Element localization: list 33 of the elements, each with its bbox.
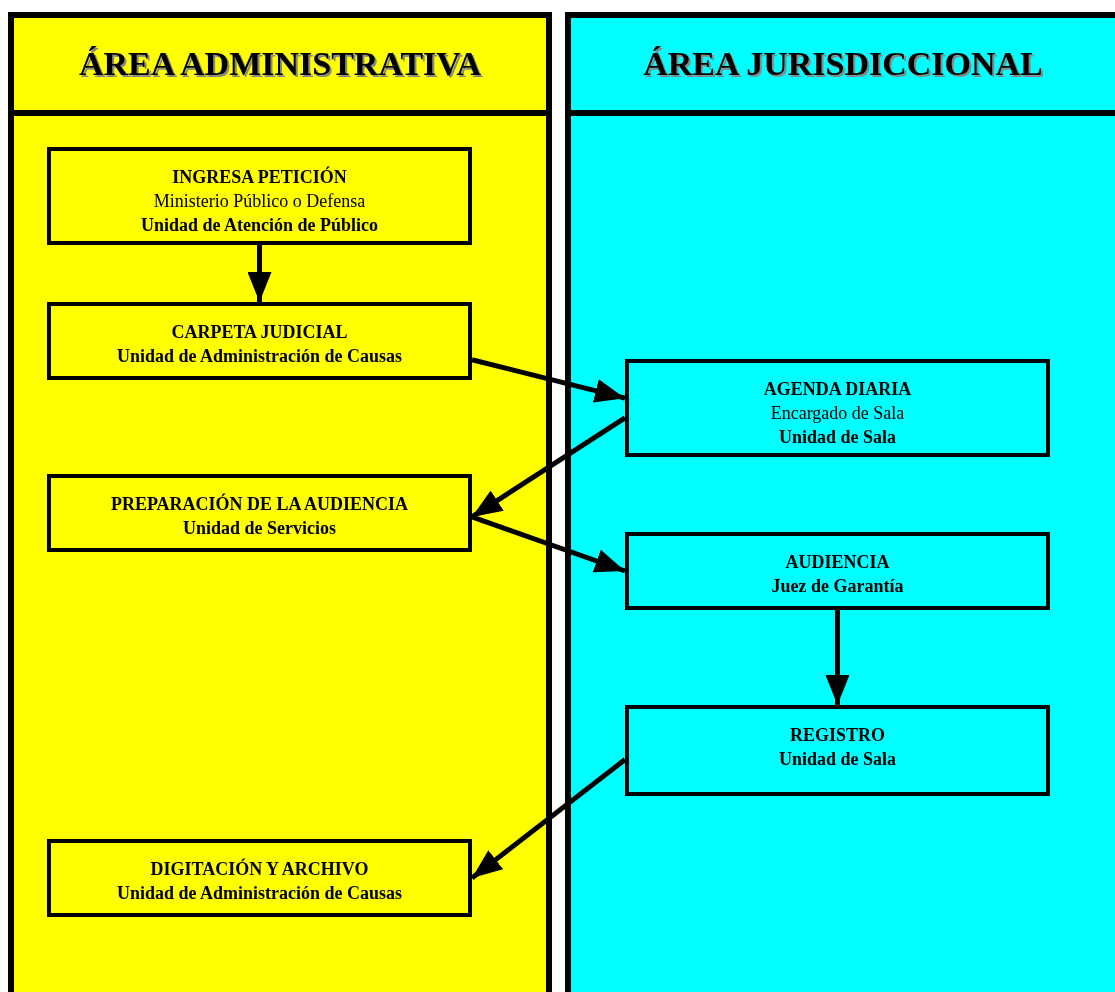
process-box: [625, 532, 1050, 610]
arrow: [471, 514, 626, 574]
unit-name: Unidad de Atención de Público: [140, 214, 378, 237]
process-box: [47, 839, 472, 917]
unit-name: Juez de Garantía: [771, 575, 904, 598]
process-box: [625, 359, 1050, 457]
arrow: [825, 610, 850, 705]
arrow: [471, 357, 626, 403]
swimlane: [8, 12, 552, 992]
unit-name: Unidad de Sala: [778, 426, 896, 449]
process-box: [47, 147, 472, 245]
lane-heading: ÁREA ADMINISTRATIVA: [14, 18, 546, 116]
unit-name: Unidad de Administración de Causas: [116, 345, 403, 368]
arrow: [470, 757, 627, 880]
step-title: AGENDA DIARIA: [763, 378, 912, 401]
arrow: [470, 415, 627, 519]
process-box: [47, 302, 472, 380]
step-title: CARPETA JUDICIAL: [171, 321, 348, 344]
step-actor: Encargado de Sala: [770, 402, 905, 425]
process-box: [47, 474, 472, 552]
process-box: [625, 705, 1050, 796]
arrow: [247, 245, 272, 302]
unit-name: Unidad de Servicios: [183, 517, 336, 540]
step-title: DIGITACIÓN Y ARCHIVO: [150, 857, 369, 881]
step-title: INGRESA PETICIÓN: [172, 165, 347, 189]
step-title: AUDIENCIA: [785, 551, 890, 574]
step-title: REGISTRO: [790, 724, 885, 747]
unit-name: Unidad de Administración de Causas: [116, 882, 403, 905]
lane-heading: ÁREA JURISDICCIONAL: [571, 18, 1115, 116]
step-actor: Ministerio Público o Defensa: [153, 190, 366, 213]
swimlane: [565, 12, 1115, 992]
unit-name: Unidad de Sala: [778, 748, 896, 771]
step-title: PREPARACIÓN DE LA AUDIENCIA: [110, 492, 409, 516]
